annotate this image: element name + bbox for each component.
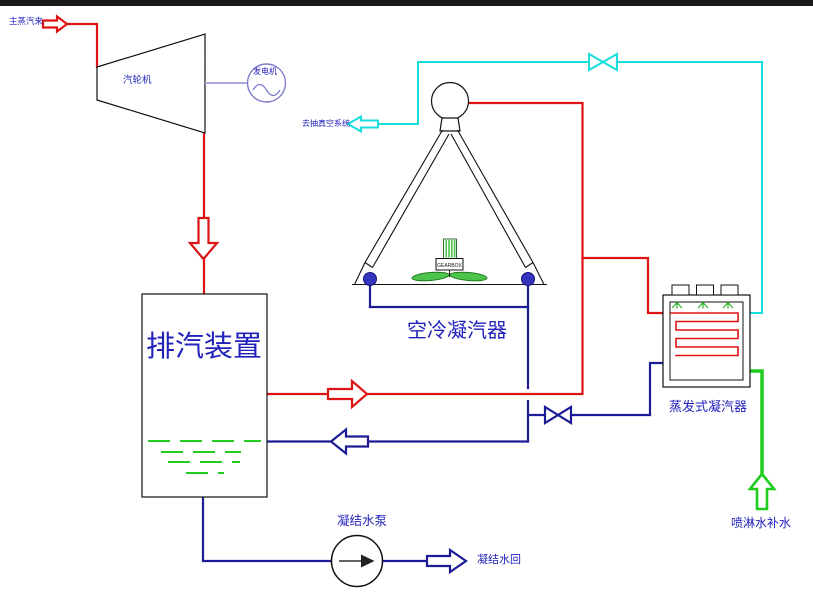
evaporative-condenser-label: 蒸发式凝汽器 (669, 399, 748, 414)
air-condenser-steam-manifold (430, 81, 470, 121)
turbine-label: 汽轮机 (123, 76, 152, 86)
vacuum-out-arrow (345, 114, 379, 134)
gearbox-label: GEARBOX (437, 263, 462, 269)
pump-flow-arrow-head (361, 554, 375, 568)
steam-to-air-condenser-pipe (265, 101, 584, 396)
evap-condenser-drain-pipe (526, 361, 666, 417)
fan-blade-left (411, 271, 450, 282)
air-condenser-left-bundle (354, 129, 450, 285)
steam-out-arrow (326, 378, 369, 410)
header-ball-right (521, 272, 535, 286)
spray-water-label: 喷淋水补水 (731, 516, 792, 530)
main-steam-label: 主蒸汽来 (9, 16, 44, 26)
turbine-exhaust-arrow (187, 216, 220, 261)
evap-condenser-body (662, 294, 751, 388)
water-level-marks (186, 472, 224, 474)
evap-condenser-inner (669, 301, 744, 381)
vacuum-system-label: 去抽真空系统 (302, 119, 350, 128)
water-level-marks (148, 440, 261, 442)
pump-suction-pipe (201, 495, 334, 563)
condensate-return-arrow (329, 427, 370, 456)
turbine-body (96, 33, 206, 134)
main-steam-arrow (41, 14, 69, 34)
main-steam-pipe (64, 22, 99, 69)
fan-blade-right (449, 271, 488, 282)
generator-sine-icon (252, 83, 281, 97)
top-bar (0, 0, 813, 6)
evap-condenser-vent-1 (671, 284, 690, 296)
evap-condenser-coil (670, 312, 739, 357)
condensate-return-label: 凝结水回 (477, 554, 521, 566)
air-condenser-right-bundle (450, 129, 545, 285)
fan-motor-stripes (445, 240, 456, 258)
spray-nozzles-icon (671, 301, 734, 309)
steam-to-evap-condenser-pipe (581, 256, 673, 315)
spray-water-in-arrow (747, 471, 777, 511)
condensate-out-arrow (425, 547, 468, 575)
generator-label: 发电机 (253, 67, 277, 76)
header-ball-left (363, 272, 377, 286)
evap-condenser-vent-2 (696, 284, 714, 296)
condensate-pump-label: 凝结水泵 (337, 514, 388, 528)
water-level-marks (168, 461, 240, 463)
air-condenser-neck (439, 117, 461, 132)
condensate-valve-icon (543, 405, 573, 425)
exhaust-device-body (141, 293, 268, 498)
evap-condenser-vent-3 (720, 284, 739, 296)
water-level-marks (161, 451, 241, 453)
air-cooled-condenser-label: 空冷凝汽器 (407, 320, 507, 342)
exhaust-device-label: 排汽装置 (146, 331, 263, 363)
vacuum-valve-icon (588, 52, 618, 72)
generator-body (246, 63, 287, 103)
